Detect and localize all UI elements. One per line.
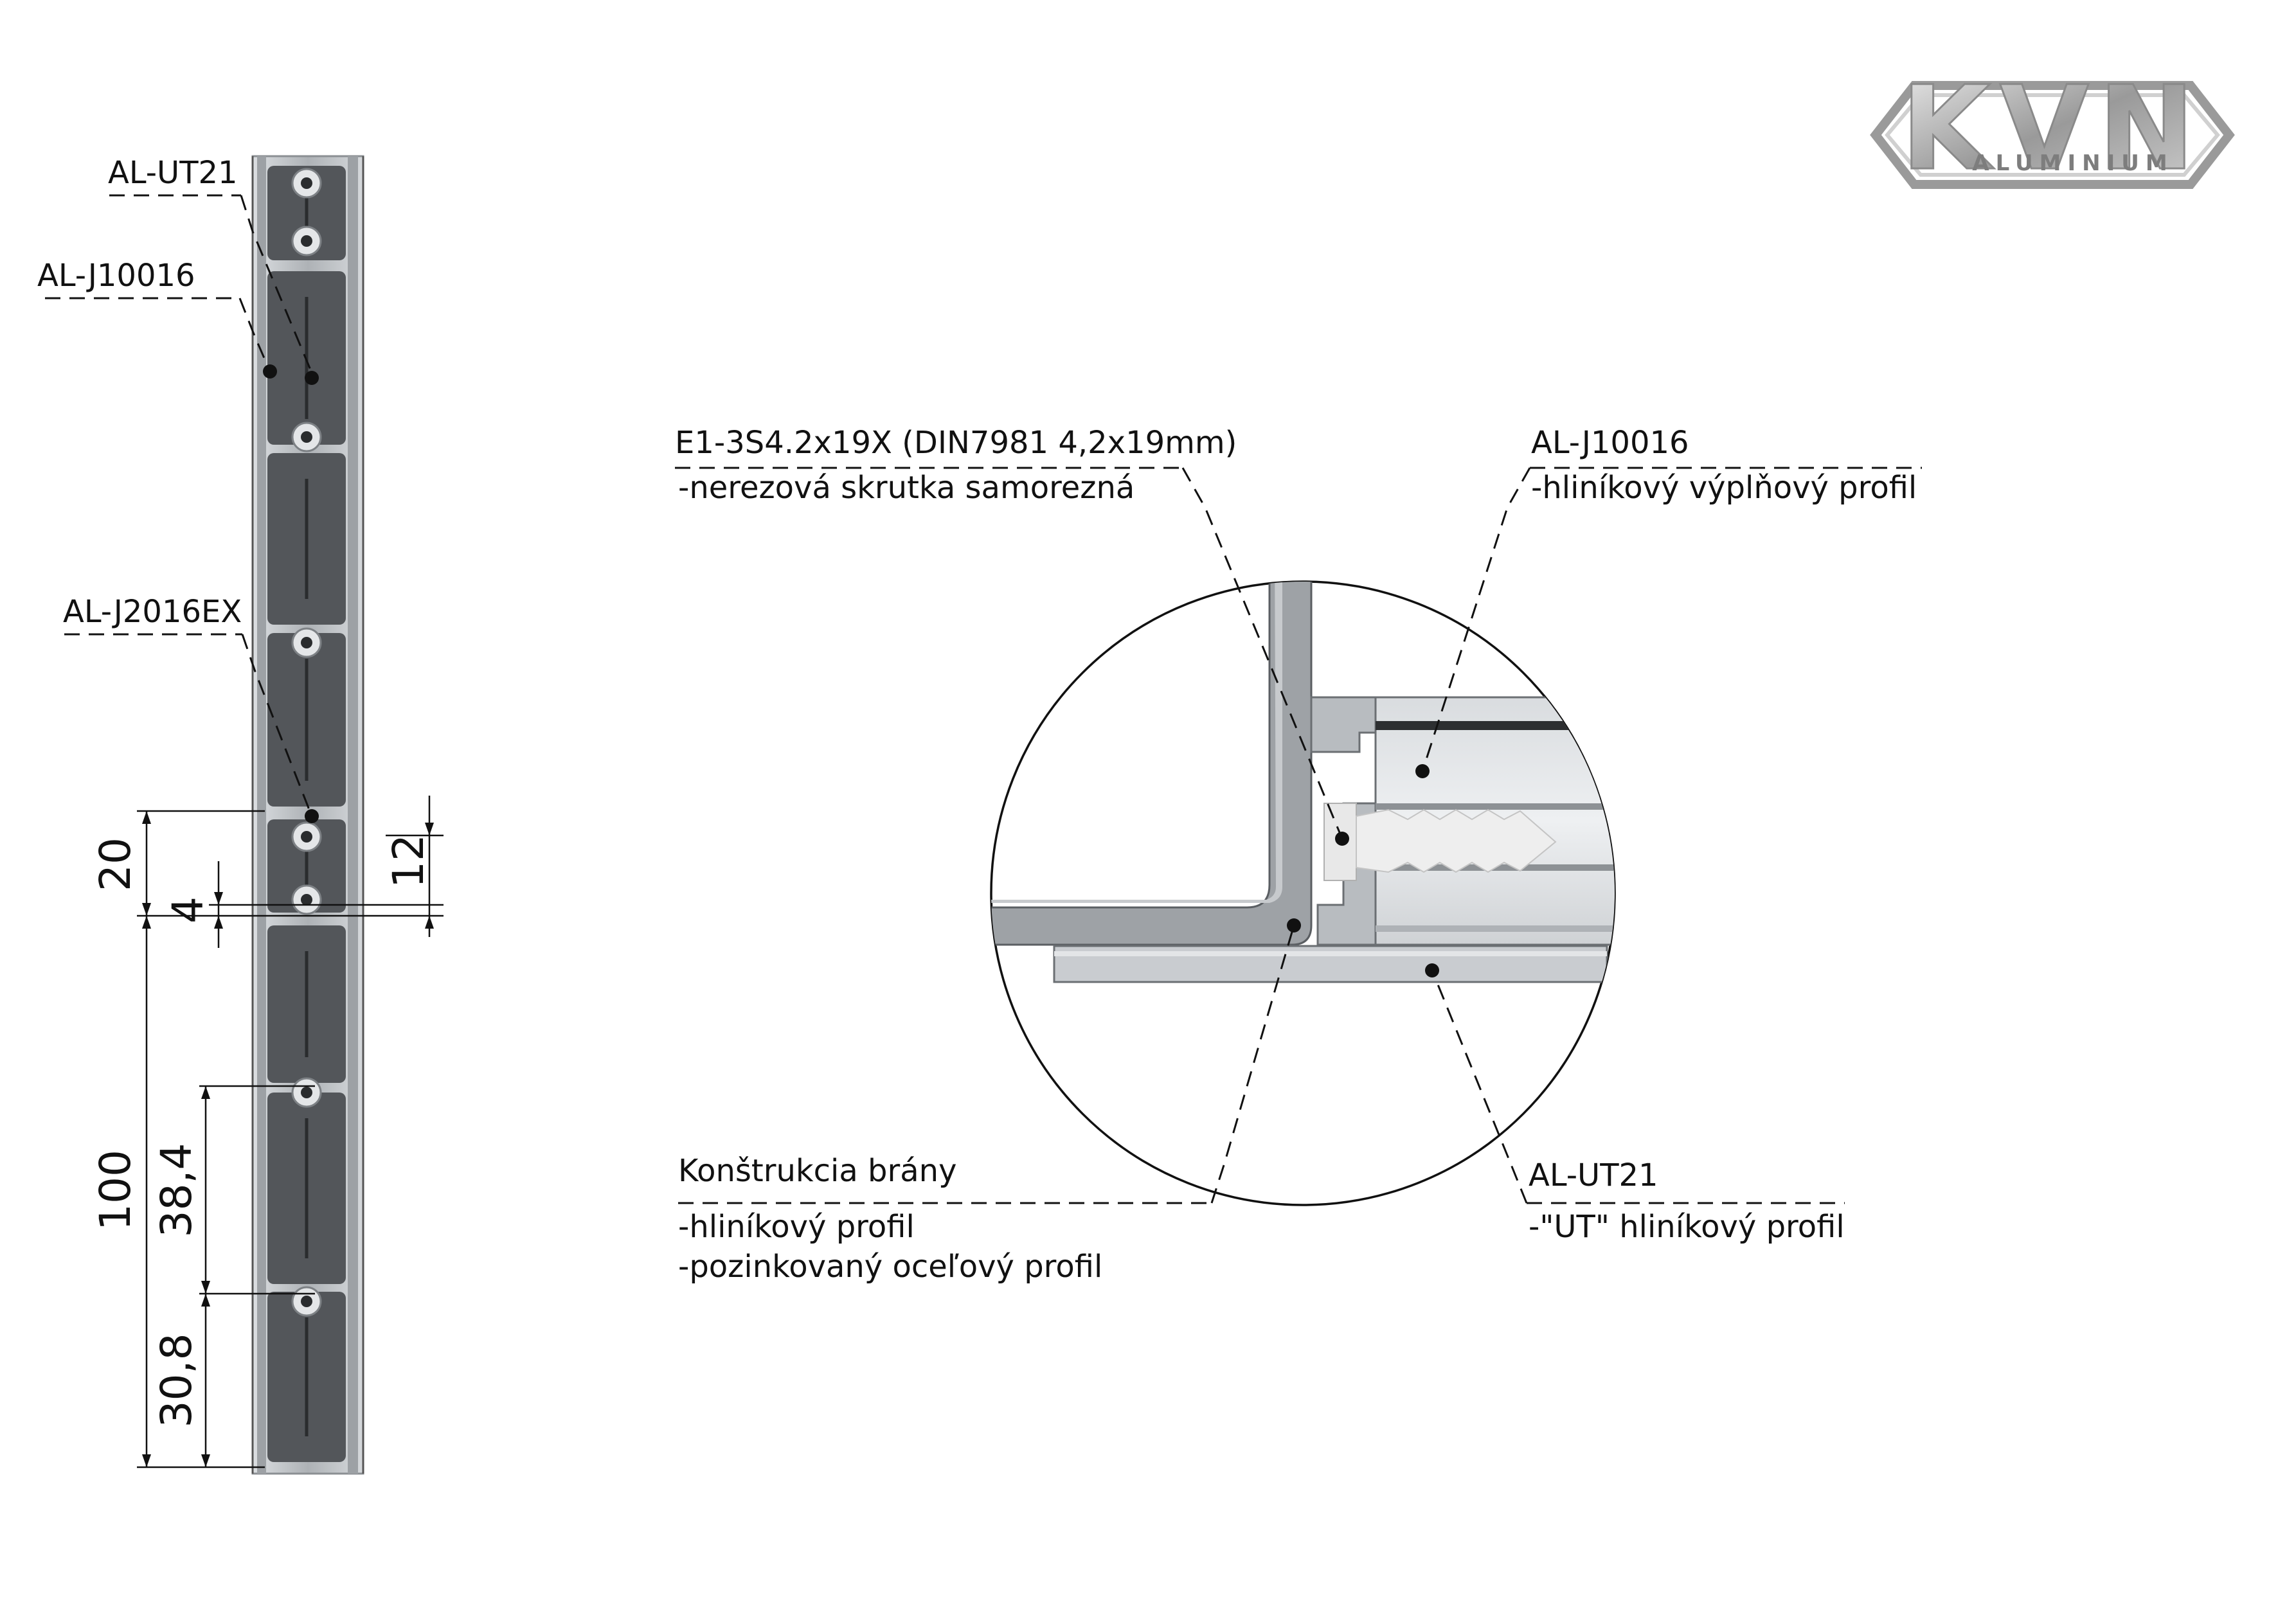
logo-sub: ALUMINIUM [1972, 150, 2173, 176]
dim-30-8: 30,8 [152, 1334, 201, 1428]
ut21-marker [305, 371, 319, 385]
j2016ex-marker [305, 809, 319, 823]
frame-marker [1287, 918, 1301, 932]
label-al-ut21: AL-UT21 [108, 155, 238, 191]
screw-slot-hole [301, 235, 312, 247]
profile-cells [267, 166, 346, 1462]
frame-desc-1: -hliníkový profil [678, 1209, 915, 1245]
screw-slot-hole [301, 637, 312, 648]
gate-frame-profile [991, 582, 1313, 946]
dim-100: 100 [91, 1150, 140, 1231]
detail-leaders [675, 467, 1922, 1204]
dim-4: 4 [163, 897, 213, 924]
frame-desc-2: -pozinkovaný oceľový profil [678, 1249, 1102, 1285]
label-al-j10016: AL-J10016 [37, 258, 195, 294]
ut-desc: -"UT" hliníkový profil [1529, 1209, 1845, 1245]
screw-slot-hole [301, 1087, 312, 1098]
kvn-logo: KVN ALUMINIUM [1870, 61, 2235, 197]
dimension-lines [137, 796, 444, 1468]
screw-slot-hole [301, 894, 312, 906]
frame-title: Konštrukcia brány [678, 1153, 957, 1189]
ut-code: AL-UT21 [1529, 1157, 1658, 1193]
screw-slot-hole [301, 831, 312, 843]
screw-code: E1-3S4.2x19X (DIN7981 4,2x19mm) [675, 425, 1237, 461]
dim-12: 12 [384, 834, 433, 888]
screw-slot-hole [301, 1296, 312, 1307]
dimension-arrows [142, 811, 434, 1467]
dim-20: 20 [91, 837, 140, 891]
filler-desc: -hliníkový výplňový profil [1531, 470, 1917, 506]
label-al-j2016ex: AL-J2016EX [63, 594, 242, 630]
screw-slot-hole [301, 177, 312, 189]
detail-view [990, 580, 1616, 1206]
dim-38-4: 38,4 [152, 1143, 201, 1238]
logo-brand: KVN [1901, 62, 2203, 196]
screw [1323, 803, 1557, 881]
screw-desc: -nerezová skrutka samorezná [678, 470, 1135, 506]
filler-code: AL-J10016 [1531, 425, 1689, 461]
screw-slot-hole [301, 431, 312, 443]
j10016-marker [263, 364, 277, 379]
left-labels [45, 194, 313, 817]
